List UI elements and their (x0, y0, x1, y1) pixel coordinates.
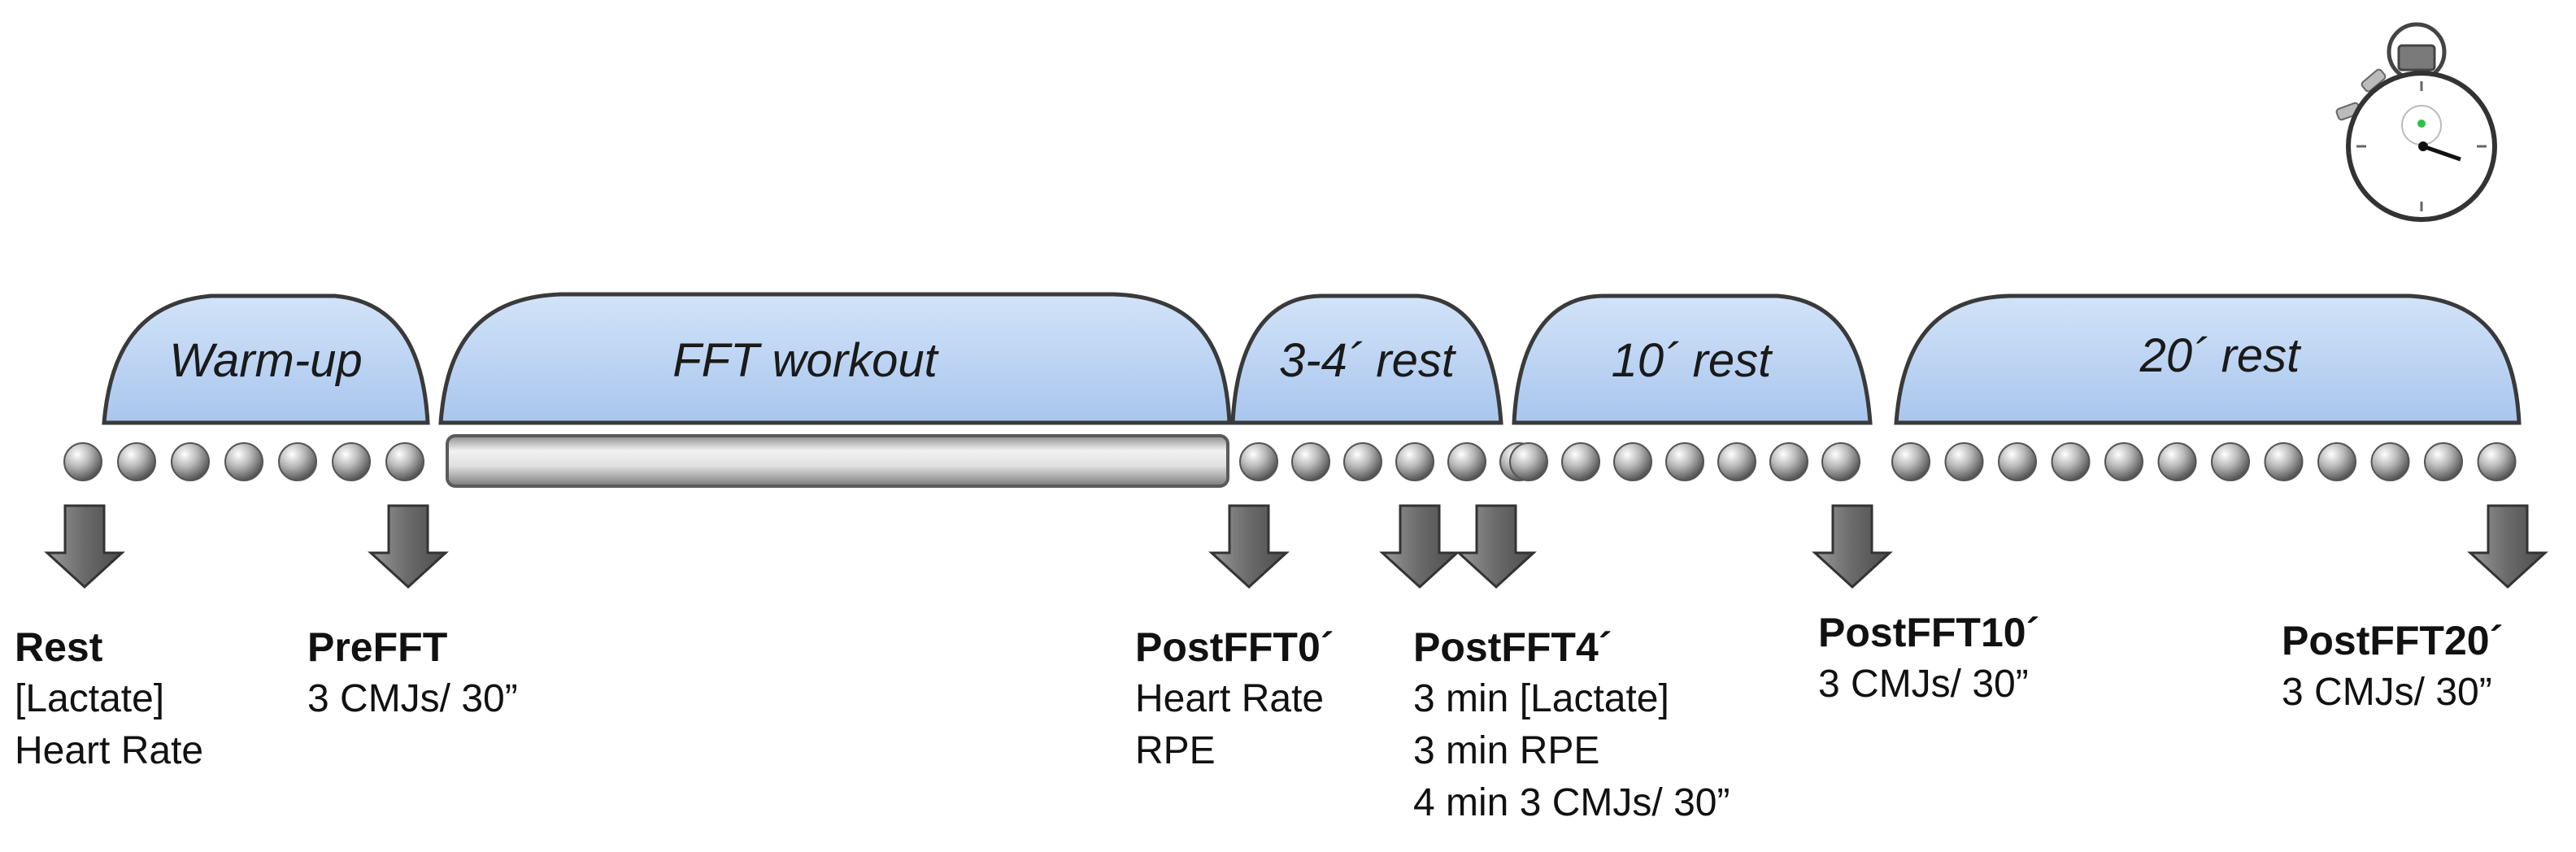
time-bead-icon (2370, 442, 2410, 481)
measurement-title: Rest (15, 624, 103, 670)
time-bead-icon (1891, 442, 1930, 481)
time-bead-icon (63, 442, 102, 481)
measurement-line: 3 CMJs/ 30” (1818, 663, 2029, 706)
phase-domes (102, 292, 2522, 425)
measurement-line: Heart Rate (1135, 677, 1325, 720)
phase-label-warmup: Warm-up (169, 334, 363, 387)
time-bead-icon (117, 442, 156, 481)
measurement-postfft0: PostFFT0´ Heart Rate RPE (1135, 621, 1334, 777)
measurement-postfft20: PostFFT20´ 3 CMJs/ 30” (2282, 615, 2503, 719)
time-bead-icon (385, 442, 424, 481)
time-bead-icon (2211, 442, 2250, 481)
measurement-line: 4 min 3 CMJs/ 30” (1413, 781, 1730, 824)
time-bead-icon (1665, 442, 1704, 481)
phase-dome-rest34 (1230, 293, 1503, 425)
measurement-postfft10: PostFFT10´ 3 CMJs/ 30” (1818, 606, 2039, 711)
down-arrow-icon (1208, 504, 1290, 589)
time-bead-icon (1239, 442, 1278, 481)
time-bead-icon (224, 442, 263, 481)
phase-label-rest10: 10´ rest (1611, 334, 1772, 387)
down-arrow-icon (44, 504, 125, 589)
measurement-line: 3 min RPE (1413, 729, 1600, 772)
measurement-prefft: PreFFT 3 CMJs/ 30” (307, 621, 518, 725)
time-bead-icon (278, 442, 317, 481)
down-arrow-icon (1812, 504, 1893, 589)
time-bead-icon (2051, 442, 2091, 481)
measurement-title: PostFFT4´ (1413, 624, 1612, 670)
time-bead-icon (1717, 442, 1756, 481)
time-bead-icon (1561, 442, 1600, 481)
phase-dome-fft (438, 292, 1232, 425)
time-bead-icon (2264, 442, 2304, 481)
time-bead-icon (2477, 442, 2517, 481)
time-bead-icon (332, 442, 371, 481)
time-bead-icon (171, 442, 210, 481)
time-bead-icon (1769, 442, 1808, 481)
measurement-line: Heart Rate (15, 729, 204, 772)
time-bead-icon (1998, 442, 2037, 481)
time-bead-icon (1343, 442, 1382, 481)
measurement-arrows (44, 504, 2548, 589)
fft-workout-bar (446, 434, 1229, 488)
time-bead-icon (2104, 442, 2143, 481)
phase-dome-warmup (102, 293, 430, 425)
measurement-title: PostFFT20´ (2282, 618, 2504, 663)
measurement-title: PostFFT0´ (1135, 624, 1334, 670)
measurement-line: RPE (1135, 729, 1216, 772)
time-bead-icon (1447, 442, 1486, 481)
time-bead-icon (1509, 442, 1548, 481)
time-bead-icon (2424, 442, 2463, 481)
time-bead-icon (2317, 442, 2356, 481)
time-bead-icon (1613, 442, 1652, 481)
down-arrow-icon (1379, 504, 1460, 589)
measurement-line: [Lactate] (15, 677, 165, 720)
time-beads (63, 442, 2517, 481)
down-arrow-icon (368, 504, 449, 589)
measurement-line: 3 min [Lactate] (1413, 677, 1669, 720)
phase-label-rest20: 20´ rest (2139, 329, 2300, 382)
down-arrow-icon (1456, 504, 1537, 589)
time-bead-icon (1821, 442, 1860, 481)
time-bead-icon (2157, 442, 2197, 481)
phase-label-rest34: 3-4´ rest (1279, 334, 1455, 387)
measurement-title: PostFFT10´ (1818, 610, 2040, 655)
phase-dome-rest10 (1512, 293, 1873, 425)
measurement-line: 3 CMJs/ 30” (307, 677, 518, 720)
time-bead-icon (1395, 442, 1434, 481)
time-bead-icon (1944, 442, 1984, 481)
measurement-line: 3 CMJs/ 30” (2282, 671, 2492, 714)
phase-dome-rest20 (1894, 293, 2522, 425)
down-arrow-icon (2467, 504, 2548, 589)
phase-label-fft: FFT workout (672, 334, 938, 387)
time-bead-icon (1291, 442, 1330, 481)
measurement-title: PreFFT (307, 624, 448, 670)
stopwatch-icon (2335, 22, 2497, 222)
measurement-rest: Rest [Lactate] Heart Rate (15, 621, 203, 777)
measurement-postfft4: PostFFT4´ 3 min [Lactate] 3 min RPE 4 mi… (1413, 621, 1730, 829)
